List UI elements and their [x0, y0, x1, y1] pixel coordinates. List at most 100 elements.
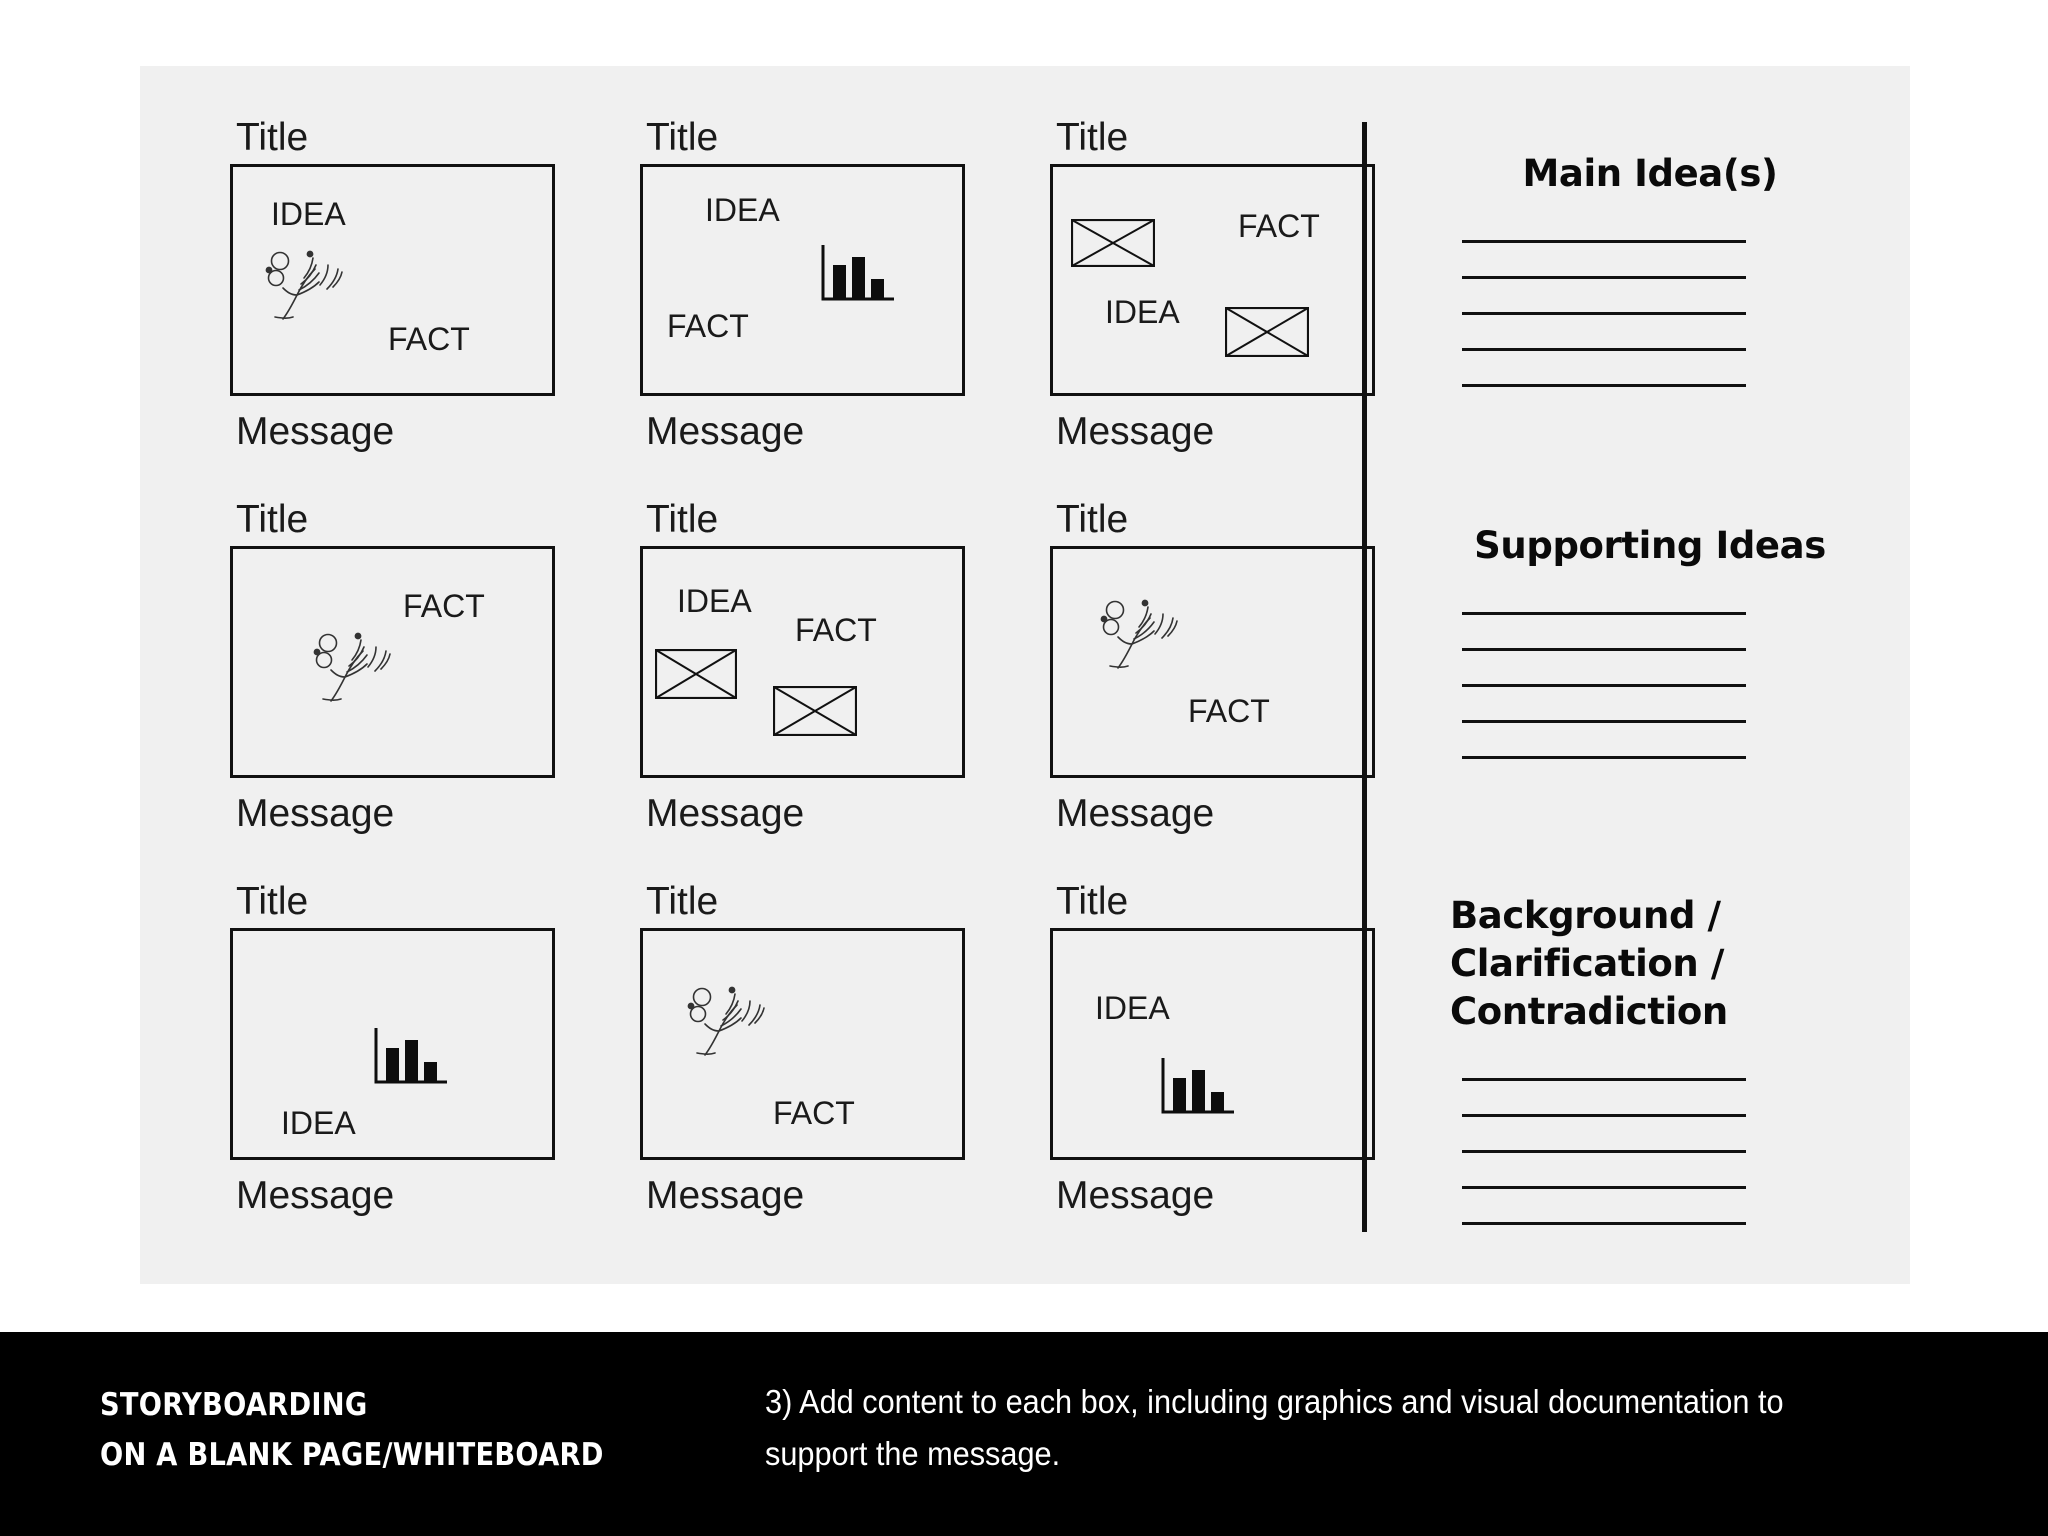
- sprout-sketch-icon: [265, 250, 343, 320]
- note-rule-lines[interactable]: [1450, 612, 1850, 759]
- note-rule-line[interactable]: [1462, 720, 1746, 723]
- note-rule-line[interactable]: [1462, 276, 1746, 279]
- note-rule-line[interactable]: [1462, 1150, 1746, 1153]
- idea-token: IDEA: [705, 192, 780, 228]
- note-rule-line[interactable]: [1462, 312, 1746, 315]
- image-placeholder-wrap: [1224, 306, 1310, 362]
- cell-frame[interactable]: FACT: [1050, 546, 1375, 778]
- sprout-sketch-icon-wrap: [311, 627, 395, 712]
- note-heading: Supporting Ideas: [1474, 524, 1826, 567]
- idea-token: IDEA: [271, 196, 346, 232]
- cell-title: Title: [236, 116, 309, 159]
- bar-chart-icon-wrap: [818, 243, 898, 312]
- note-rule-line[interactable]: [1462, 756, 1746, 759]
- idea-token: IDEA: [677, 583, 752, 619]
- image-placeholder-icon: [654, 648, 738, 700]
- image-placeholder-wrap: [772, 685, 858, 741]
- note-rule-line[interactable]: [1462, 612, 1746, 615]
- fact-token: FACT: [773, 1095, 855, 1131]
- note-section: Background / Clarification / Contradicti…: [1450, 892, 1850, 1258]
- cell-frame[interactable]: FACT: [640, 928, 965, 1160]
- bar-chart-icon: [374, 1028, 447, 1084]
- fact-token: FACT: [403, 588, 485, 624]
- note-rule-lines[interactable]: [1450, 240, 1850, 387]
- sprout-sketch-icon-wrap: [685, 981, 769, 1066]
- cell-message: Message: [646, 792, 805, 835]
- bar-chart-icon-wrap: [1158, 1056, 1238, 1125]
- bar-chart-icon: [821, 245, 894, 301]
- fact-token: FACT: [667, 308, 749, 344]
- cell-title: Title: [1056, 498, 1129, 541]
- cell-title: Title: [236, 498, 309, 541]
- idea-token: IDEA: [281, 1105, 356, 1141]
- idea-token: IDEA: [1105, 294, 1180, 330]
- image-placeholder-icon: [1070, 218, 1156, 268]
- cell-frame[interactable]: IDEA FACT: [640, 164, 965, 396]
- sprout-sketch-icon: [313, 632, 391, 702]
- note-rule-line[interactable]: [1462, 684, 1746, 687]
- cell-frame[interactable]: IDEA: [230, 928, 555, 1160]
- image-placeholder-wrap: [654, 648, 738, 704]
- cell-title: Title: [236, 880, 309, 923]
- fact-token: FACT: [1188, 693, 1270, 729]
- sprout-sketch-icon: [687, 986, 765, 1056]
- image-placeholder-icon: [772, 685, 858, 737]
- cell-frame[interactable]: FACT: [230, 546, 555, 778]
- cell-message: Message: [236, 1174, 395, 1217]
- cell-message: Message: [1056, 410, 1215, 453]
- sprout-sketch-icon-wrap: [263, 245, 347, 330]
- banner-title: STORYBOARDING ON A BLANK PAGE/WHITEBOARD: [100, 1387, 604, 1473]
- note-section: Main Idea(s): [1450, 150, 1850, 420]
- bottom-banner: STORYBOARDING ON A BLANK PAGE/WHITEBOARD…: [0, 1332, 2048, 1536]
- image-placeholder-icon: [1224, 306, 1310, 358]
- note-heading: Main Idea(s): [1522, 152, 1778, 195]
- cell-message: Message: [646, 410, 805, 453]
- note-rule-line[interactable]: [1462, 240, 1746, 243]
- fact-token: FACT: [1238, 208, 1320, 244]
- cell-title: Title: [646, 498, 719, 541]
- cell-message: Message: [236, 792, 395, 835]
- cell-title: Title: [1056, 116, 1129, 159]
- note-heading: Background / Clarification / Contradicti…: [1450, 894, 1728, 1033]
- note-section: Supporting Ideas: [1450, 522, 1850, 792]
- bar-chart-icon-wrap: [371, 1026, 451, 1095]
- note-rule-line[interactable]: [1462, 1114, 1746, 1117]
- note-rule-line[interactable]: [1462, 1078, 1746, 1081]
- fact-token: FACT: [388, 321, 470, 357]
- cell-title: Title: [646, 880, 719, 923]
- sprout-sketch-icon-wrap: [1098, 594, 1182, 679]
- note-rule-line[interactable]: [1462, 348, 1746, 351]
- note-rule-line[interactable]: [1462, 1186, 1746, 1189]
- cell-message: Message: [1056, 1174, 1215, 1217]
- sprout-sketch-icon: [1100, 599, 1178, 669]
- cell-frame[interactable]: IDEA FACT: [640, 546, 965, 778]
- cell-frame[interactable]: FACT IDEA: [1050, 164, 1375, 396]
- bar-chart-icon: [1161, 1058, 1234, 1114]
- cell-title: Title: [646, 116, 719, 159]
- cell-message: Message: [646, 1174, 805, 1217]
- idea-token: IDEA: [1095, 990, 1170, 1026]
- image-placeholder-wrap: [1070, 218, 1156, 272]
- cell-frame[interactable]: IDEA FACT: [230, 164, 555, 396]
- note-rule-line[interactable]: [1462, 384, 1746, 387]
- cell-title: Title: [1056, 880, 1129, 923]
- note-rule-line[interactable]: [1462, 1222, 1746, 1225]
- note-rule-lines[interactable]: [1450, 1078, 1850, 1225]
- note-rule-line[interactable]: [1462, 648, 1746, 651]
- cell-frame[interactable]: IDEA: [1050, 928, 1375, 1160]
- fact-token: FACT: [795, 612, 877, 648]
- vertical-divider: [1362, 122, 1367, 1232]
- banner-caption: 3) Add content to each box, including gr…: [765, 1383, 1784, 1472]
